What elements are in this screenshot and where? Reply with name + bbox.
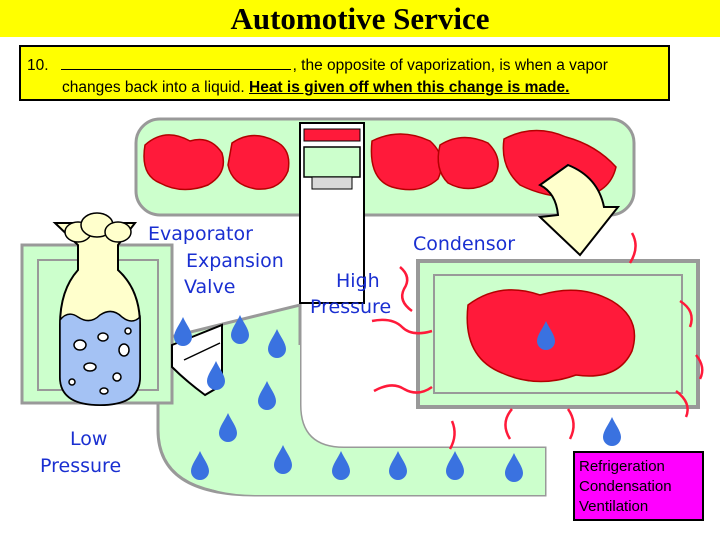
label-low: Low — [70, 428, 107, 450]
refrigeration-diagram: Evaporator Expansion Valve Condensor Hig… — [20, 117, 704, 497]
label-high: High — [336, 270, 380, 292]
refrigerant-vapor — [143, 129, 617, 198]
answer-option[interactable]: Refrigeration — [579, 458, 665, 475]
flow-arrow — [537, 163, 621, 257]
evaporator-bubbles — [68, 327, 132, 395]
label-valve: Valve — [184, 276, 235, 298]
page-title: Automotive Service — [230, 1, 490, 36]
question-line-2-text: changes back into a liquid. — [62, 79, 245, 96]
answer-blank[interactable] — [60, 55, 291, 70]
liquid-pipe-lower — [170, 345, 545, 495]
answer-option[interactable]: Condensation — [579, 478, 672, 495]
compressor-piston — [303, 146, 361, 178]
label-evaporator: Evaporator — [148, 223, 253, 245]
title-bar — [0, 0, 720, 37]
question-emphasis: Heat is given off when this change is ma… — [249, 79, 570, 96]
vapor-puff — [64, 212, 132, 243]
evaporator-liquid — [59, 310, 141, 406]
heat-lines — [371, 232, 704, 450]
question-line-2: changes back into a liquid. Heat is give… — [62, 79, 569, 97]
question-number: 10. — [27, 57, 49, 74]
label-condensor: Condensor — [413, 233, 515, 255]
question-line-1-text: , the opposite of vaporization, is when … — [292, 57, 608, 74]
question-box: 10. , the opposite of vaporization, is wh… — [19, 45, 670, 101]
question-line-1: 10. , the opposite of vaporization, is wh… — [27, 55, 608, 75]
answer-options: Refrigeration Condensation Ventilation — [573, 451, 704, 521]
label-expansion: Expansion — [186, 250, 284, 272]
answer-option[interactable]: Ventilation — [579, 498, 649, 515]
label-low-pressure: Pressure — [40, 455, 121, 477]
compressor-crown — [303, 128, 361, 142]
label-high-pressure: Pressure — [310, 296, 391, 318]
